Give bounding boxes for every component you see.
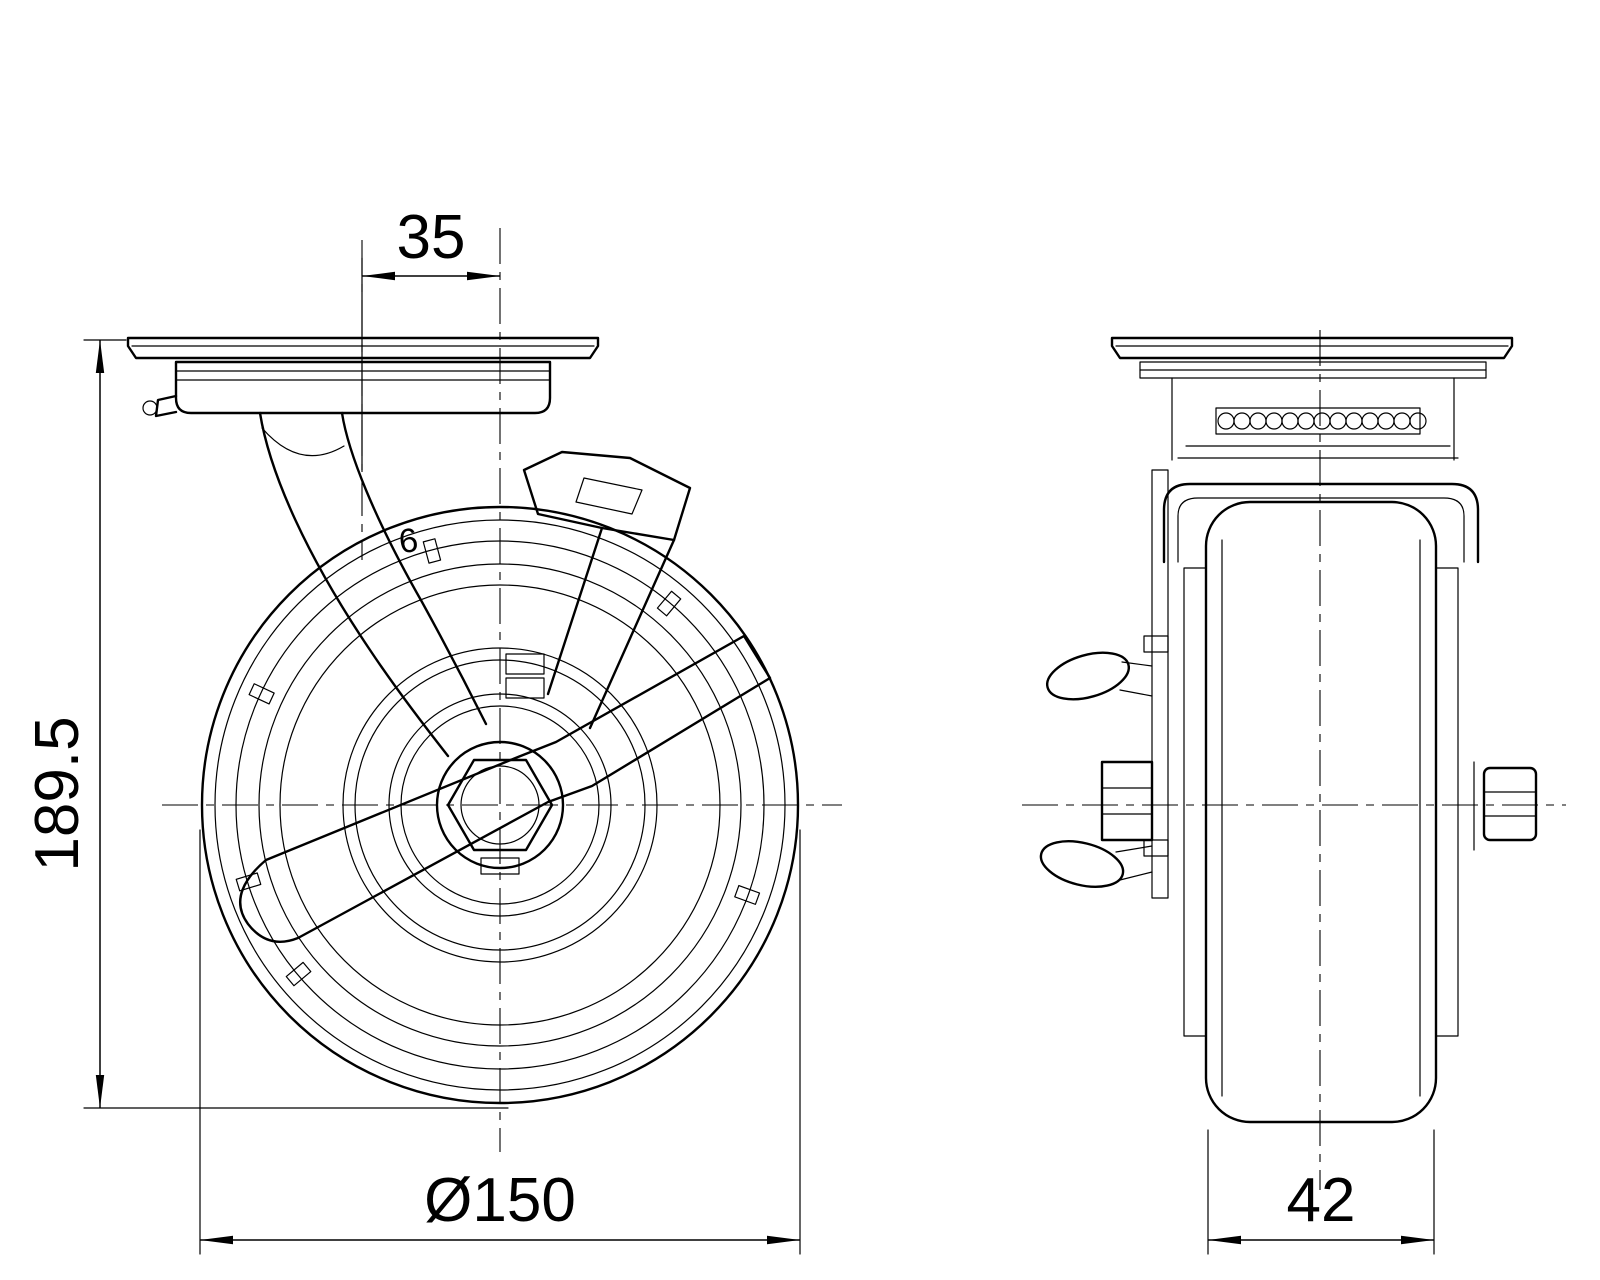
pedal-pad-top (1046, 651, 1130, 701)
brake-plate-bar (1151, 469, 1169, 899)
diameter-dimension-label: Ø150 (424, 1166, 576, 1235)
wheel-tread-circle-3 (258, 563, 742, 1047)
grease-nipple (154, 394, 178, 418)
bearing-balls (1217, 412, 1427, 430)
hub-circle-1 (388, 693, 612, 917)
brake-hub-block (1100, 760, 1154, 842)
tread-sipe (235, 872, 262, 892)
pedal-link-top-2 (1119, 689, 1153, 697)
fork-inner-edge (340, 411, 488, 726)
dim-swivel-offset: 35 (361, 203, 500, 471)
brake-bracket-flag (522, 450, 692, 542)
front-wheel (200, 505, 800, 1105)
side-axle-bolt (1473, 761, 1538, 851)
front-view: 6 35 189.5 Ø150 (23, 203, 842, 1255)
hub-flange-left (1183, 567, 1207, 1037)
fork-outer-edge (258, 411, 450, 758)
grease-nipple-tip (142, 400, 158, 416)
fork-cutout-arc (261, 427, 345, 457)
top-plate-outline (126, 336, 600, 360)
wheel-tread-circle-1 (214, 519, 786, 1091)
height-dimension-label: 189.5 (23, 716, 92, 871)
wheel-outer-circle (200, 505, 800, 1105)
axle-bolt-head (1482, 766, 1538, 842)
part-mark-label: 6 (396, 521, 420, 561)
brake-pivot-block-2 (505, 677, 545, 699)
front-centerlines (162, 228, 842, 1152)
fork-crown-inner (1177, 497, 1465, 563)
pedal-link-top-1 (1121, 661, 1153, 667)
side-wheel (1183, 500, 1459, 1124)
brake-strut-left-line (546, 526, 604, 696)
axle-bolt-circle (460, 765, 540, 845)
tread-sipe (734, 884, 761, 905)
brake-lever-arm (239, 634, 772, 943)
dim-wheel-width: 42 (1207, 1129, 1435, 1255)
side-brake-pedal (1039, 469, 1169, 899)
side-top-plate (1110, 336, 1514, 360)
brake-pivot-block-1 (505, 653, 545, 675)
pedal-link-bottom-1 (1115, 845, 1153, 853)
side-plate-outline (1110, 336, 1514, 360)
ball-race-band (1215, 407, 1421, 435)
side-view: 42 (1022, 330, 1566, 1255)
dim-total-height: 189.5 (23, 339, 509, 1109)
wheel-rim-circle-2 (342, 647, 658, 963)
front-axle-nut (446, 758, 554, 852)
pedal-link-bottom-2 (1119, 871, 1153, 881)
brake-notch-bottom (1143, 839, 1169, 857)
brake-strut-right-line (588, 538, 676, 730)
front-top-plate (126, 336, 600, 360)
fork-crown-outer (1162, 482, 1480, 564)
wheel-side-outline (1204, 500, 1438, 1124)
front-brake-lever (239, 634, 772, 943)
front-swivel-housing (142, 360, 552, 418)
wheel-tread-circle-2 (235, 540, 765, 1070)
side-swivel-bearing (1139, 361, 1487, 461)
width-dimension-label: 42 (1287, 1166, 1356, 1235)
pedal-pad-bottom (1039, 840, 1125, 888)
hub-key-detail (480, 857, 520, 875)
side-centerlines (1022, 330, 1566, 1190)
offset-dimension-label: 35 (397, 203, 466, 272)
brake-bracket-slot (575, 477, 643, 515)
front-fork (258, 411, 692, 758)
brake-notch-top (1143, 635, 1169, 653)
dim-wheel-diameter: Ø150 (199, 829, 801, 1255)
side-fork-crown (1162, 482, 1480, 564)
axle-hex-nut (446, 758, 554, 852)
wheel-rim-circle-3 (354, 659, 646, 951)
tread-sipe-marks (235, 538, 761, 987)
hub-flange-right (1435, 567, 1459, 1037)
tread-sipe (248, 683, 275, 705)
tread-sipe (656, 590, 682, 617)
wheel-rim-circle-1 (279, 584, 721, 1026)
hub-boss-circle (435, 740, 565, 870)
tread-sipe (422, 538, 442, 564)
swivel-housing-outline (174, 360, 552, 415)
tread-sipe (285, 961, 312, 987)
